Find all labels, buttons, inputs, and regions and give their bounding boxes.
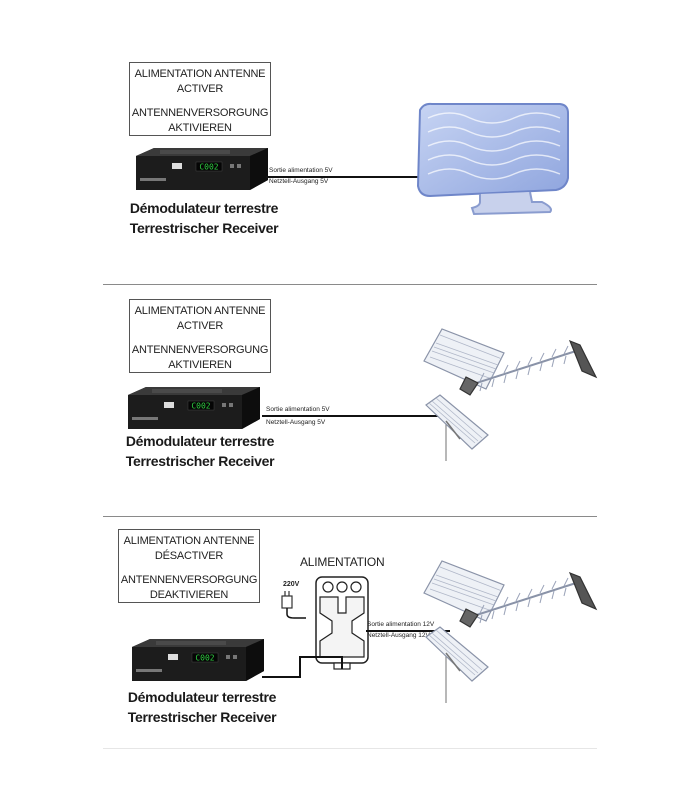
power-output-label-fr: Sortie alimentation 5V	[266, 406, 330, 413]
receiver-box-icon: C002	[132, 639, 264, 681]
section-divider	[103, 516, 597, 517]
receiver-box-icon: C002	[136, 148, 268, 190]
power-plug-icon	[281, 591, 306, 619]
power-output-label-de: Netztell-Ausgang 5V	[266, 419, 326, 426]
note-line: ALIMENTATION ANTENNE	[123, 535, 255, 547]
note-line: ALIMENTATION ANTENNE	[134, 68, 266, 80]
receiver-name-fr: Démodulateur terrestre	[129, 200, 279, 216]
coax-cable	[266, 176, 420, 178]
receiver-label: Démodulateur terrestre Terrestrischer Re…	[110, 431, 290, 471]
panel-outdoor-antenna: ALIMENTATION ANTENNE ACTIVER ANTENNENVER…	[0, 285, 700, 515]
panel-indoor-antenna: ALIMENTATION ANTENNE ACTIVER ANTENNENVER…	[0, 0, 700, 285]
note-line: ANTENNENVERSORGUNG	[131, 107, 269, 119]
power-output-label-de: Netztell-Ausgang 5V	[269, 178, 329, 185]
antenna-power-note: ALIMENTATION ANTENNE DÉSACTIVER ANTENNEN…	[118, 529, 260, 603]
receiver-name-fr: Démodulateur terrestre	[125, 433, 275, 449]
coax-cable	[262, 415, 448, 417]
receiver-label: Démodulateur terrestre Terrestrischer Re…	[112, 687, 292, 727]
note-line: DÉSACTIVER	[154, 550, 224, 562]
note-line: ACTIVER	[176, 83, 224, 95]
note-line: ALIMENTATION ANTENNE	[134, 305, 266, 317]
power-supply-unit-icon	[315, 576, 369, 670]
note-line: AKTIVIEREN	[168, 122, 232, 134]
display-readout: C002	[191, 402, 210, 411]
note-line: DEAKTIVIEREN	[149, 589, 229, 601]
receiver-label: Démodulateur terrestre Terrestrischer Re…	[114, 198, 294, 238]
section-divider	[103, 284, 597, 285]
receiver-name-fr: Démodulateur terrestre	[127, 689, 277, 705]
antenna-power-note: ALIMENTATION ANTENNE ACTIVER ANTENNENVER…	[129, 299, 271, 373]
note-line: AKTIVIEREN	[168, 359, 232, 371]
outdoor-antenna-icon	[423, 328, 598, 461]
display-readout: C002	[195, 654, 214, 663]
note-line: ANTENNENVERSORGUNG	[120, 574, 258, 586]
section-divider	[103, 748, 597, 749]
receiver-name-de: Terrestrischer Receiver	[127, 709, 277, 725]
receiver-name-de: Terrestrischer Receiver	[125, 453, 275, 469]
power-supply-title: ALIMENTATION	[300, 555, 385, 569]
receiver-name-de: Terrestrischer Receiver	[129, 220, 279, 236]
indoor-antenna-icon	[416, 102, 569, 216]
receiver-box-icon: C002	[128, 387, 260, 429]
outdoor-antenna-icon	[423, 560, 598, 703]
power-output-label-fr: Sortie alimentation 5V	[269, 167, 333, 174]
note-line: ANTENNENVERSORGUNG	[131, 344, 269, 356]
mains-voltage-label: 220V	[283, 581, 300, 588]
power-output-label-fr: Sortie alimentation 12V	[367, 621, 435, 628]
panel-external-power-supply: ALIMENTATION ANTENNE DÉSACTIVER ANTENNEN…	[0, 517, 700, 757]
display-readout: C002	[199, 163, 218, 172]
power-output-label-de: Netztell-Ausgang 12V	[367, 632, 430, 639]
antenna-power-note: ALIMENTATION ANTENNE ACTIVER ANTENNENVER…	[129, 62, 271, 136]
note-line: ACTIVER	[176, 320, 224, 332]
